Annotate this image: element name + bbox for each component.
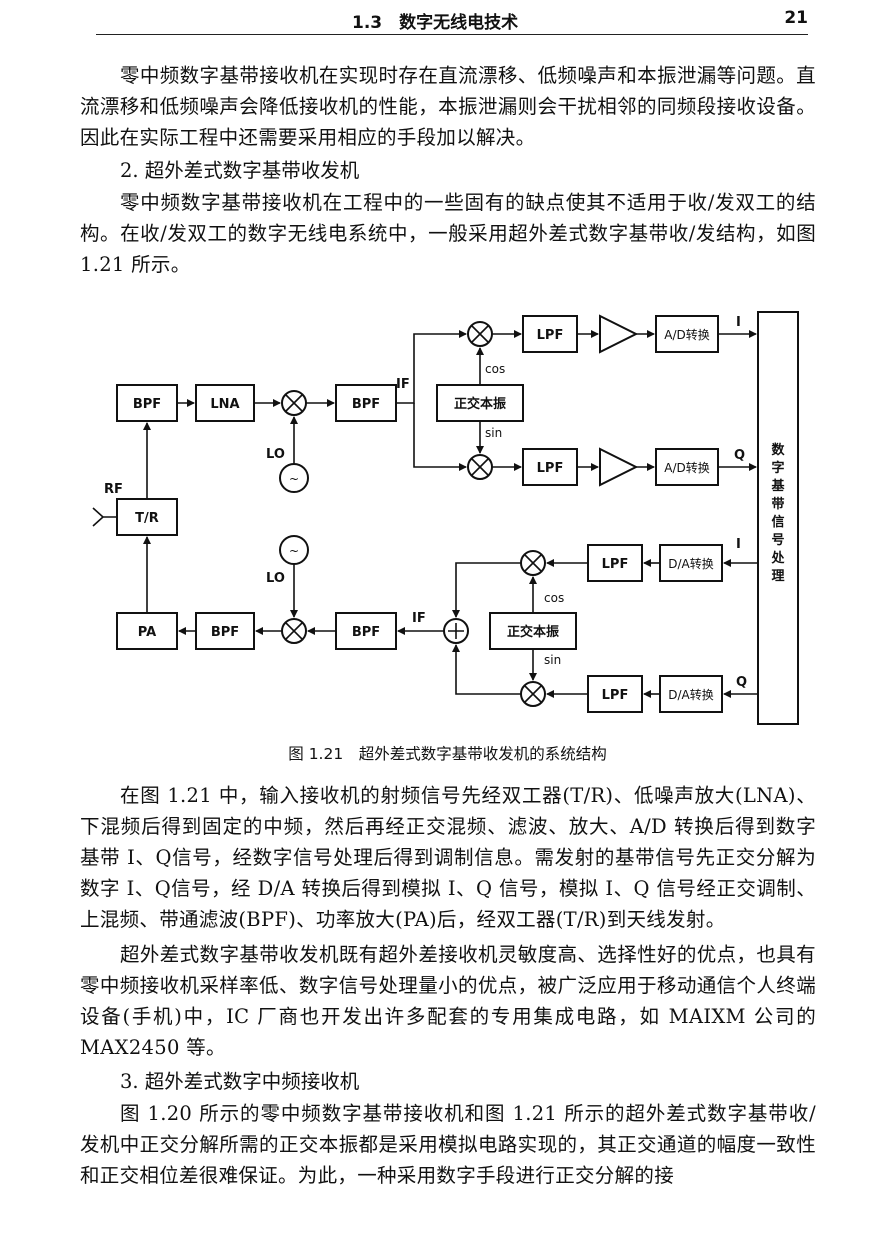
dac-i-label: D/A转换: [668, 556, 714, 571]
running-title: 1.3 数字无线电技术: [352, 13, 519, 33]
rx-bpf-2-label: BPF: [352, 397, 380, 412]
pa-label: PA: [138, 625, 156, 640]
dac-q-block: [659, 675, 723, 713]
heading-superhet-transceiver: 2. 超外差式数字基带收发机: [120, 159, 360, 182]
tx-cos-label: cos: [544, 591, 564, 605]
tx-bpf-2-block: [335, 612, 397, 650]
dsp-block: [757, 311, 799, 725]
rx-amp-i: [599, 314, 639, 354]
rx-amp-q: [599, 447, 639, 487]
paragraph-duplex-intro: 零中频数字基带接收机在工程中的一些固有的缺点使其不适用于收/发双工的结构。在收/…: [80, 191, 816, 276]
tx-sin-label: sin: [544, 653, 561, 667]
rx-i-label: I: [736, 315, 741, 330]
dsp-char: 理: [771, 569, 784, 584]
rx-q-label: Q: [734, 448, 745, 463]
paragraph-advantages: 超外差式数字基带收发机既有超外差接收机灵敏度高、选择性好的优点，也具有零中频接收…: [80, 943, 816, 1059]
dsp-label: 数 字 基 带 信 号 处 理: [770, 442, 785, 584]
tr-duplexer-block: [116, 498, 178, 536]
rx-lo-tilde: ~: [289, 472, 299, 486]
figure-caption: 图 1.21 超外差式数字基带收发机的系统结构: [288, 745, 607, 763]
dsp-char: 信: [771, 514, 784, 530]
dac-q-label: D/A转换: [668, 687, 714, 702]
dsp-char: 处: [770, 550, 785, 566]
tx-q-label: Q: [736, 675, 747, 690]
tx-if-label: IF: [412, 611, 426, 626]
lna-label: LNA: [210, 397, 239, 412]
tr-duplexer-label: T/R: [135, 511, 159, 526]
rx-lpf-q-block: [522, 448, 578, 486]
rx-mixer-cross: [285, 394, 303, 412]
paragraph-quadrature-issue: 图 1.20 所示的零中频数字基带接收机和图 1.21 所示的超外差式数字基带收…: [80, 1102, 816, 1187]
tx-lpf-q-label: LPF: [602, 688, 629, 703]
tx-lpf-i-label: LPF: [602, 557, 629, 572]
dsp-char: 带: [771, 496, 784, 512]
tx-lo-label: LO: [266, 571, 285, 586]
page-header: 1.3 数字无线电技术 21: [96, 6, 808, 35]
dsp-char: 号: [771, 533, 784, 548]
pa-block: [116, 612, 178, 650]
tx-lo-tilde: ~: [289, 544, 299, 558]
tx-lpf-q-block: [587, 675, 643, 713]
dsp-char: 数: [771, 442, 785, 458]
dac-i-block: [659, 544, 723, 582]
adc-q-label: A/D转换: [664, 460, 710, 475]
lna-block: [195, 384, 255, 422]
rx-cos-label: cos: [485, 362, 505, 376]
tx-signal-lines: [178, 559, 758, 698]
rx-lpf-i-label: LPF: [537, 328, 564, 343]
tx-bpf-1-label: BPF: [211, 625, 239, 640]
paragraph-signal-flow: 在图 1.21 中，输入接收机的射频信号先经双工器(T/R)、低噪声放大(LNA…: [80, 784, 816, 931]
rx-lo-label: LO: [266, 447, 285, 462]
rx-bpf-1-block: [116, 384, 178, 422]
rx-quad-osc-label: 正交本振: [454, 396, 506, 412]
tx-i-label: I: [736, 537, 741, 552]
rx-lpf-i-block: [522, 315, 578, 353]
rf-label: RF: [104, 482, 123, 497]
rx-signal-lines: [177, 330, 757, 471]
rx-sin-label: sin: [485, 426, 502, 440]
transceiver-block-diagram: 数 字 基 带 信 号 处 理 BPF LNA BPF IF ~ LO 正交本振…: [92, 311, 799, 725]
dsp-char: 字: [771, 460, 784, 476]
antenna-icon: [92, 507, 117, 527]
tx-lpf-i-block: [587, 544, 643, 582]
paragraph-zero-if-problems: 零中频数字基带接收机在实现时存在直流漂移、低频噪声和本振泄漏等问题。直流漂移和低…: [80, 64, 816, 149]
rx-if-label: IF: [396, 377, 410, 392]
heading-superhet-if-receiver: 3. 超外差式数字中频接收机: [120, 1070, 360, 1093]
rx-bpf-1-label: BPF: [133, 397, 161, 412]
rx-quad-osc-block: [436, 384, 524, 422]
rx-lpf-q-label: LPF: [537, 461, 564, 476]
tx-bpf-2-label: BPF: [352, 625, 380, 640]
adc-i-label: A/D转换: [664, 327, 710, 342]
page-number: 21: [784, 8, 808, 28]
tx-quad-osc-label: 正交本振: [507, 624, 559, 640]
dsp-char: 基: [770, 478, 785, 494]
